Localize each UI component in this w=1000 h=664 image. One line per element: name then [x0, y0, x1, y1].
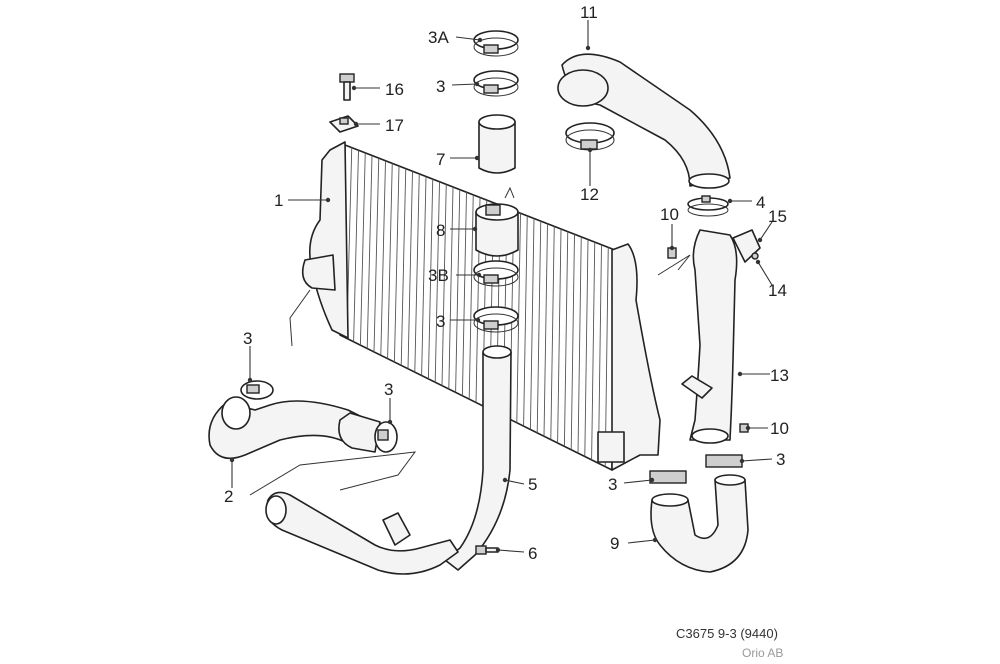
bolt-16 — [339, 73, 355, 101]
intercooler-fin — [393, 165, 400, 363]
callout-7: 7 — [436, 150, 445, 169]
callout-3-center: 3 — [384, 380, 393, 399]
intercooler — [301, 141, 661, 471]
charge-pipe-5 — [444, 345, 512, 571]
callout-17: 17 — [385, 116, 404, 135]
hose-9 — [650, 474, 749, 573]
intercooler-fin — [577, 236, 582, 454]
intercooler-fin — [591, 242, 596, 460]
intercooler-fin — [448, 186, 454, 390]
intercooler-fin — [604, 247, 609, 467]
hose-2 — [208, 396, 381, 460]
intercooler-fin — [407, 171, 413, 369]
hose-clamp-3a — [473, 30, 519, 57]
callout-11: 11 — [580, 3, 598, 22]
intercooler-fin — [421, 176, 427, 376]
callout-15: 15 — [768, 207, 787, 226]
hose-13 — [681, 229, 738, 444]
gasket-4 — [687, 195, 729, 217]
hose-clamp-3-top — [473, 70, 519, 97]
intercooler-fin — [373, 158, 380, 352]
intercooler-fin — [387, 163, 393, 359]
valve-8 — [475, 186, 519, 257]
leader-dots — [229, 37, 763, 553]
callout-8: 8 — [436, 221, 445, 240]
intercooler-fin — [400, 168, 407, 366]
intercooler-fin — [434, 181, 440, 383]
hose-clamp-3b — [473, 260, 519, 287]
callout-10-lower: 10 — [770, 419, 789, 438]
callout-3-right: 3 — [776, 450, 785, 469]
intercooler-fin — [359, 152, 366, 346]
callout-labels: 11 3A 3 16 17 7 12 1 4 10 15 8 3B 14 3 3… — [224, 3, 789, 563]
intercooler-fin — [597, 244, 602, 464]
sleeve-7 — [478, 114, 516, 174]
callout-3-top: 3 — [436, 77, 445, 96]
callout-14: 14 — [768, 281, 787, 300]
callout-3a: 3A — [428, 28, 449, 47]
callout-16: 16 — [385, 80, 404, 99]
callout-2: 2 — [224, 487, 233, 506]
intercooler-fin — [353, 150, 359, 342]
intercooler-fin — [543, 223, 548, 437]
intercooler-fin — [380, 160, 386, 356]
intercooler-fin — [536, 221, 542, 433]
drawing-reference-code: C3675 9-3 (9440) — [676, 626, 778, 641]
hose-clamp-3-left — [240, 380, 274, 400]
intercooler-fin — [427, 179, 434, 379]
screw-6 — [475, 545, 499, 555]
callout-3b: 3B — [428, 266, 449, 285]
intercooler-fin — [557, 228, 562, 444]
callout-13: 13 — [770, 366, 789, 385]
callout-5: 5 — [528, 475, 537, 494]
callout-6: 6 — [528, 544, 537, 563]
intercooler-fin — [516, 213, 521, 423]
hose-clamp-3-lower-left — [374, 421, 398, 453]
intercooler-fin — [529, 218, 535, 430]
hose-clamps-3-right — [649, 454, 743, 484]
intercooler-fin — [584, 239, 589, 457]
callout-3-left: 3 — [243, 329, 252, 348]
lower-pipe — [265, 491, 459, 575]
callout-3-lower-right: 3 — [608, 475, 617, 494]
callout-9: 9 — [610, 534, 619, 553]
callout-4: 4 — [756, 193, 765, 212]
intercooler-fin — [570, 234, 575, 450]
leader-lines — [231, 20, 773, 553]
intercooler-fin — [441, 184, 447, 386]
hose-clamp-3-mid — [473, 306, 519, 333]
callout-1: 1 — [274, 191, 283, 210]
intercooler-fin — [523, 215, 528, 427]
intercooler-fin — [461, 192, 467, 396]
copyright-owner: Orio AB — [742, 646, 784, 660]
intercooler-fin — [455, 189, 461, 393]
intercooler-fin — [563, 231, 569, 447]
upper-charge-pipe-11 — [557, 53, 731, 189]
callout-12: 12 — [580, 185, 599, 204]
hose-clamp-12 — [565, 122, 615, 151]
callout-10-upper: 10 — [660, 205, 679, 224]
intercooler-fin — [414, 173, 420, 373]
intercooler-fin — [366, 155, 373, 349]
bracket-17 — [329, 115, 359, 133]
callout-3-mid: 3 — [436, 312, 445, 331]
intercooler-fin — [550, 226, 555, 440]
sensor-15 — [732, 229, 761, 263]
